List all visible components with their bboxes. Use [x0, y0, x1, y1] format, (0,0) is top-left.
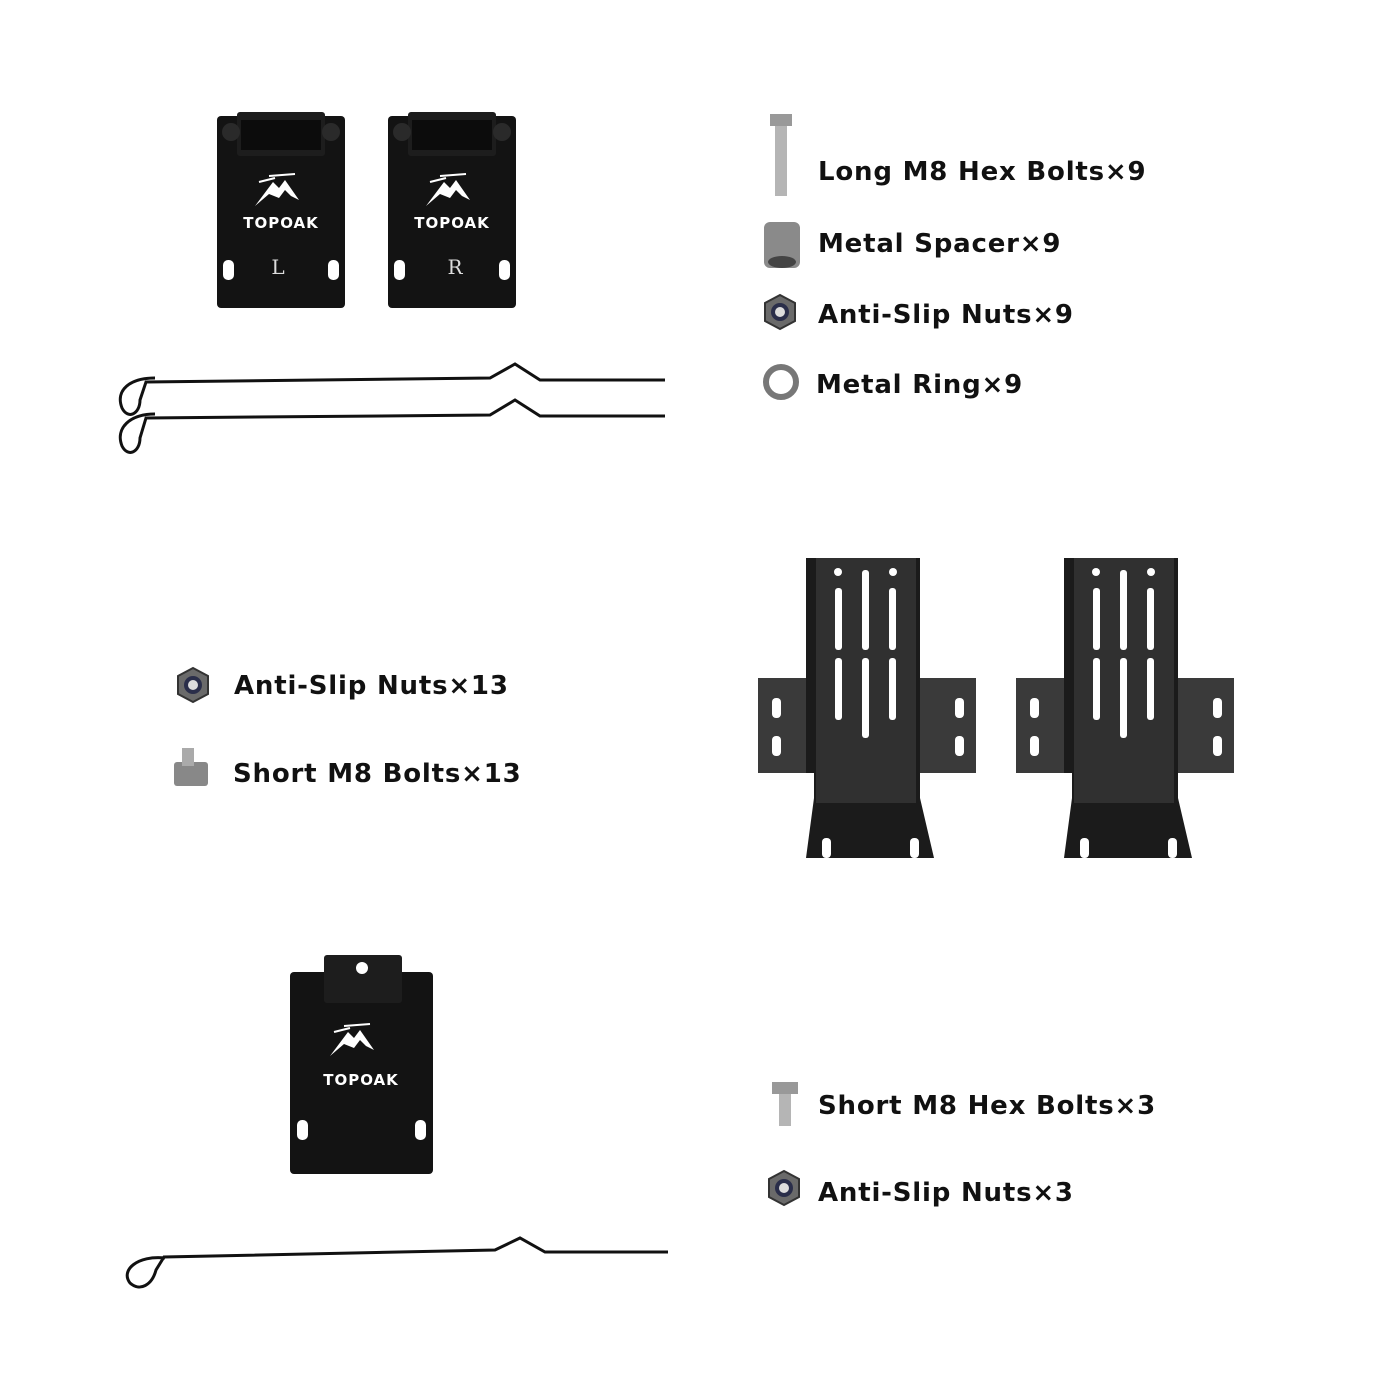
- brand-logo: TOPOAK: [323, 1071, 399, 1089]
- hardware-label: Metal Ring×9: [816, 370, 1023, 400]
- anti-slip-nut-icon: [177, 667, 209, 703]
- hardware-label: Anti-Slip Nuts×13: [234, 671, 509, 701]
- hardware-label: Anti-Slip Nuts×9: [818, 300, 1074, 330]
- long-hex-bolt-icon: [770, 114, 792, 196]
- plate-right-mark: R: [447, 255, 463, 279]
- anti-slip-nut-icon: [764, 294, 796, 330]
- wire-rod-single: [125, 1236, 668, 1289]
- hardware-label: Long M8 Hex Bolts×9: [818, 157, 1147, 187]
- short-hex-bolt-icon: [772, 1082, 798, 1126]
- hardware-label: Short M8 Bolts×13: [233, 759, 522, 789]
- upright-bracket-left: [758, 558, 976, 858]
- wire-rods-pair: [118, 362, 665, 454]
- bracket-plate-center: TOPOAK: [290, 955, 433, 1174]
- metal-spacer-icon: [764, 222, 800, 268]
- anti-slip-nut-icon: [768, 1170, 800, 1206]
- bracket-plate-left: L: [217, 112, 345, 308]
- hardware-label: Metal Spacer×9: [818, 229, 1062, 259]
- upright-bracket-right: [1016, 558, 1234, 858]
- t-bolt-icon: [174, 748, 208, 786]
- metal-ring-icon: [763, 364, 799, 400]
- plate-left-mark: L: [271, 255, 284, 279]
- hardware-label: Anti-Slip Nuts×3: [818, 1178, 1074, 1208]
- hardware-label: Short M8 Hex Bolts×3: [818, 1091, 1157, 1121]
- bracket-plate-right: R: [388, 112, 516, 308]
